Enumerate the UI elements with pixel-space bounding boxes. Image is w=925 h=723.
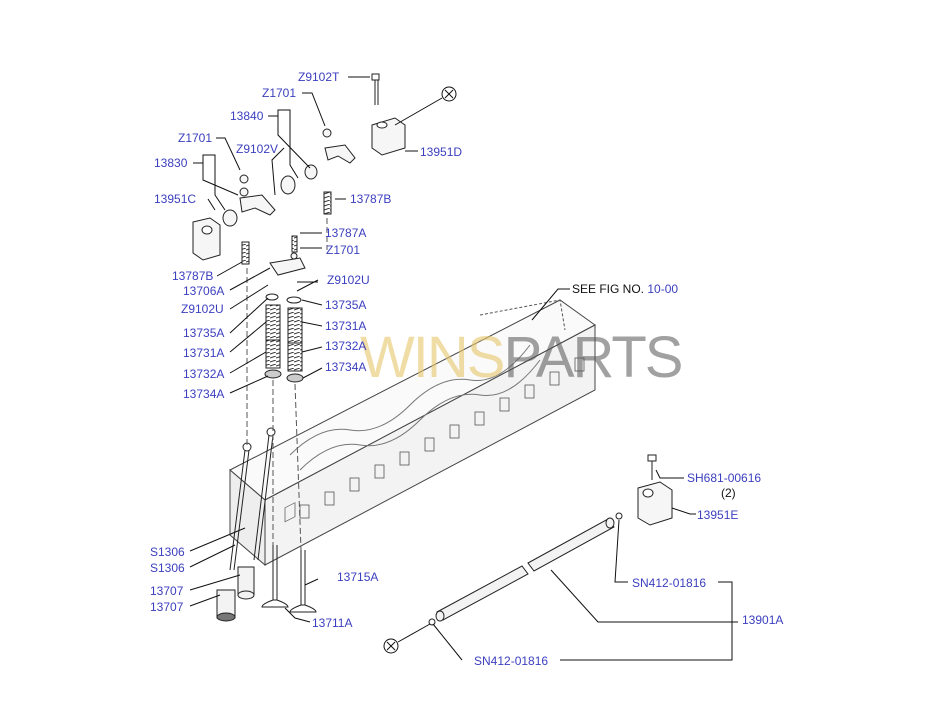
label-13951e[interactable]: 13951E [697,508,739,522]
label-13734a-left[interactable]: 13734A [183,387,225,401]
label-13711a[interactable]: 13711A [312,616,353,630]
label-z9102v[interactable]: Z9102V [236,142,279,156]
push-rods-s1306 [229,427,276,571]
label-s1306-a[interactable]: S1306 [150,545,185,559]
label-13951c[interactable]: 13951C [154,192,197,206]
label-13787a[interactable]: 13787A [325,226,367,240]
label-z9102u-right[interactable]: Z9102U [327,273,370,287]
label-13830[interactable]: 13830 [154,156,188,170]
label-13731a-left[interactable]: 13731A [183,346,225,360]
adjust-screw-13787b-r [323,191,332,215]
label-13707-b[interactable]: 13707 [150,600,184,614]
label-13951d[interactable]: 13951D [420,145,463,159]
label-13732a-right[interactable]: 13732A [325,339,367,353]
see-fig-text: SEE FIG NO. [572,282,645,296]
tappets-13707 [216,566,255,622]
label-z1701-mid[interactable]: Z1701 [326,243,361,257]
rocker-bracket-13951d [371,117,406,156]
see-fig-reference: SEE FIG NO. 10-00 [572,282,678,296]
label-13715a[interactable]: 13715A [337,570,379,584]
label-z9102t[interactable]: Z9102T [298,70,340,84]
label-13787b-left[interactable]: 13787B [172,269,214,283]
label-13840[interactable]: 13840 [230,109,264,123]
label-13731a-right[interactable]: 13731A [325,319,367,333]
leader-lines [189,76,738,661]
label-z9102u-left[interactable]: Z9102U [181,302,224,316]
label-13707-a[interactable]: 13707 [150,584,184,598]
rocker-arm-13830 [222,174,276,227]
label-13735a-right[interactable]: 13735A [325,298,367,312]
valve-springs [264,293,304,383]
cross-marker-bottom [383,623,431,654]
watermark: WINSPARTS [360,325,683,390]
label-z1701-left[interactable]: Z1701 [178,131,213,145]
valves-13711a-13715a [261,545,317,613]
quantity-note: (2) [721,486,736,500]
watermark-part2: PARTS [503,325,683,390]
label-13735a-left[interactable]: 13735A [183,326,225,340]
label-13734a-right[interactable]: 13734A [325,360,367,374]
label-13732a-left[interactable]: 13732A [183,367,225,381]
label-s1306-b[interactable]: S1306 [150,561,185,575]
label-sn412-01816-bottom[interactable]: SN412-01816 [474,654,549,668]
cross-marker-top [394,86,457,126]
label-z1701-top[interactable]: Z1701 [262,86,297,100]
label-13901a[interactable]: 13901A [742,613,784,627]
label-13706a[interactable]: 13706A [183,284,225,298]
rocker-shaft-13901a [428,512,623,626]
watermark-part1: WINS [360,325,505,390]
adjust-screw-13787b-l [241,241,250,265]
see-fig-number-link[interactable]: 10-00 [647,282,679,296]
rocker-arm-13840 [280,128,356,195]
label-sn412-01816-right[interactable]: SN412-01816 [632,576,707,590]
rocker-bracket-13951c [192,217,221,261]
label-13787b-right[interactable]: 13787B [350,192,392,206]
valve-bridge-13706a [269,235,306,276]
rocker-bracket-13951e [637,454,673,526]
bolt-z9102t [371,73,380,105]
label-sh681-00616[interactable]: SH681-00616 [687,471,762,485]
